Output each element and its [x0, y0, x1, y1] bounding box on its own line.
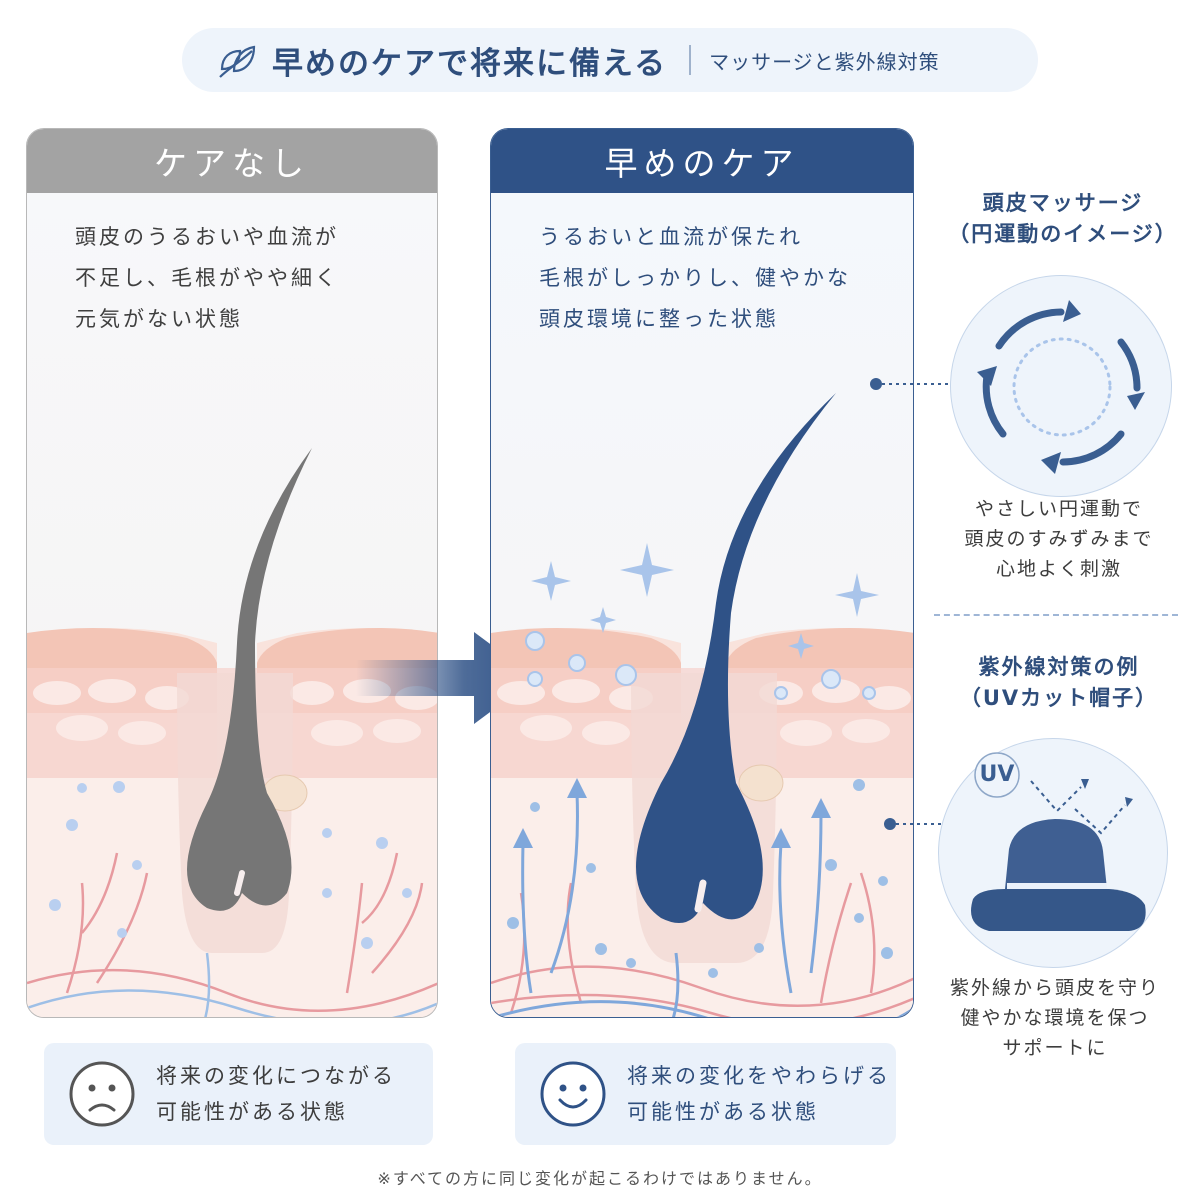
- blood-vessels: [27, 852, 437, 1012]
- massage-title: 頭皮マッサージ （円運動のイメージ）: [948, 191, 1178, 246]
- uv-description: 紫外線から頭皮を守り 健やかな環境を保つ サポートに: [949, 977, 1160, 1059]
- moisture-dots: [507, 779, 893, 978]
- footnote: ※すべての方に同じ変化が起こるわけではありません。: [377, 1169, 823, 1188]
- moisture-bubbles: [525, 631, 876, 700]
- page-subtitle: マッサージと紫外線対策: [709, 49, 940, 74]
- outcome-early-care-text: 将来の変化をやわらげる 可能性がある状態: [627, 1064, 891, 1124]
- uv-title: 紫外線対策の例 （UVカット帽子）: [959, 655, 1159, 710]
- smile-face-icon: [540, 1061, 606, 1127]
- panel-early-care-heading: 早めのケア: [491, 129, 913, 193]
- hair-strand-healthy: [636, 393, 836, 923]
- panel-early-care: 早めのケア: [490, 128, 914, 1018]
- sad-face-icon: [69, 1061, 135, 1127]
- uv-hat-illustration: [971, 752, 1146, 931]
- section-divider: [934, 614, 1178, 616]
- arrowheads: [513, 778, 831, 848]
- sparkle-icons: [531, 543, 879, 659]
- moisture-dots: [49, 781, 412, 949]
- massage-circle: [950, 275, 1172, 497]
- scalp-illustration-early-care: [491, 393, 913, 1017]
- title-banner: 早めのケアで将来に備える マッサージと紫外線対策: [182, 28, 1038, 92]
- outcome-no-care: 将来の変化につながる 可能性がある状態: [44, 1043, 433, 1145]
- panel-no-care-description: 頭皮のうるおいや血流が 不足し、毛根がやや細く 元気がない状態: [75, 225, 339, 331]
- outcome-early-care: 将来の変化をやわらげる 可能性がある状態: [515, 1043, 896, 1145]
- hair-strand-thin: [187, 448, 312, 911]
- panel-no-care-heading: ケアなし: [27, 129, 437, 193]
- leaf-icon: [219, 45, 256, 78]
- circular-motion-icon: [977, 300, 1145, 474]
- outcome-no-care-text: 将来の変化につながる 可能性がある状態: [156, 1064, 396, 1124]
- uv-badge: UV: [979, 762, 1015, 787]
- connector-lines: [870, 378, 951, 830]
- scalp-illustration-no-care: [27, 448, 437, 1017]
- panel-no-care: ケアなし: [26, 128, 438, 1018]
- page-title: 早めのケアで将来に備える: [272, 45, 668, 82]
- uv-circle: UV: [938, 738, 1168, 968]
- upward-flow-arrows: [491, 792, 913, 1017]
- panel-early-care-description: うるおいと血流が保たれ 毛根がしっかりし、健やかな 頭皮環境に整った状態: [539, 225, 851, 331]
- lymph-vessels: [27, 952, 437, 1017]
- massage-description: やさしい円運動で 頭皮のすみずみまで 心地よく刺激: [964, 498, 1154, 580]
- title-divider: [689, 45, 692, 75]
